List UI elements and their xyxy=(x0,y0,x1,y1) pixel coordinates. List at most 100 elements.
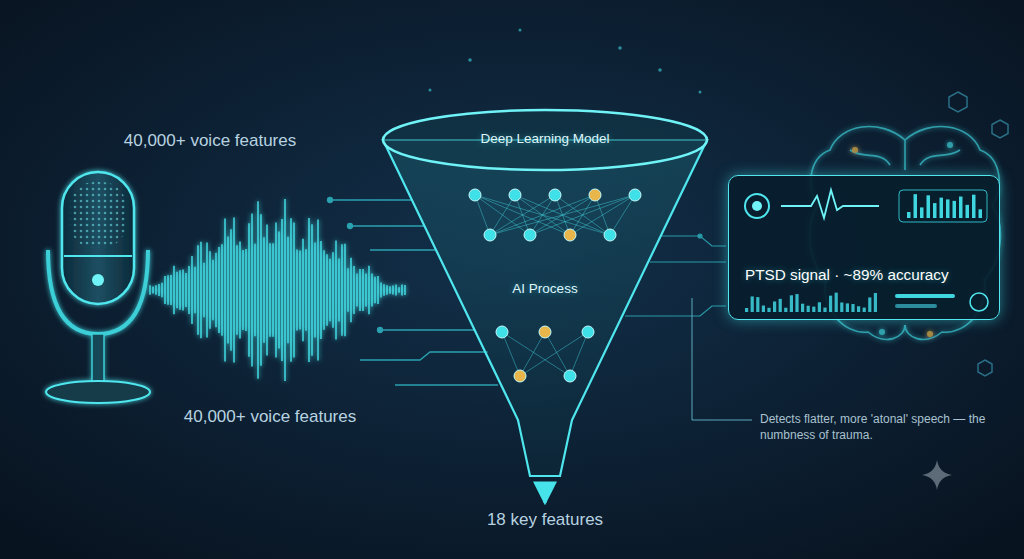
wave-stroke xyxy=(164,276,166,304)
wave-stroke xyxy=(293,223,295,358)
wave-stroke xyxy=(299,251,301,330)
input-arrow xyxy=(405,288,452,293)
wave-stroke xyxy=(314,243,316,338)
wave-stroke xyxy=(278,231,280,348)
wave-stroke xyxy=(200,242,202,338)
wave-stroke xyxy=(170,275,172,305)
wave-stroke xyxy=(212,260,214,320)
wave-stroke xyxy=(377,276,379,304)
wave-stroke xyxy=(191,256,193,324)
wave-stroke xyxy=(383,284,385,295)
wave-stroke xyxy=(290,218,292,362)
panel-widgets xyxy=(729,176,1001,321)
wave-stroke xyxy=(275,222,277,357)
wave-stroke xyxy=(305,249,307,331)
wave-stroke xyxy=(317,220,319,361)
node-heading: PTSD signal · ~89% accuracy xyxy=(729,266,999,284)
wave-stroke xyxy=(341,244,343,335)
wave-stroke xyxy=(230,229,232,351)
wave-stroke xyxy=(344,244,346,337)
wave-stroke xyxy=(155,285,157,294)
wave-stroke xyxy=(365,273,367,306)
wave-stroke xyxy=(227,237,229,344)
wave-stroke xyxy=(392,285,394,294)
funnel-model: Deep Learning Model AI Process xyxy=(380,100,710,480)
wave-stroke xyxy=(233,218,235,363)
wave-stroke xyxy=(338,259,340,322)
wave-stroke xyxy=(197,245,199,334)
wave-stroke xyxy=(329,259,331,322)
wave-stroke xyxy=(248,223,250,356)
wave-stroke xyxy=(209,251,211,329)
result-panel: PTSD signal · ~89% accuracy xyxy=(728,175,1000,320)
funnel-cone xyxy=(383,140,707,476)
wave-stroke xyxy=(380,282,382,297)
wave-stroke xyxy=(242,250,244,330)
node-subheading: AI Process xyxy=(380,280,710,298)
wave-stroke xyxy=(353,266,355,314)
wave-stroke xyxy=(320,241,322,339)
wave-stroke xyxy=(266,225,268,356)
wave-stroke xyxy=(176,272,178,309)
wave-stroke xyxy=(401,284,403,295)
wave-stroke xyxy=(263,237,265,342)
wave-stroke xyxy=(152,287,154,294)
wave-stroke xyxy=(395,285,397,296)
node-heading: Deep Learning Model xyxy=(380,130,710,148)
wave-stroke xyxy=(251,214,253,367)
wave-stroke xyxy=(350,258,352,322)
wave-stroke xyxy=(347,268,349,312)
wave-stroke xyxy=(149,285,151,294)
wave-stroke xyxy=(359,269,361,311)
wave-stroke xyxy=(386,285,388,295)
wave-stroke xyxy=(239,242,241,339)
wave-stroke xyxy=(335,241,337,340)
wave-stroke xyxy=(371,274,373,307)
feature-count-label: 40,000+ voice features xyxy=(90,131,330,151)
wave-stroke xyxy=(245,249,247,331)
wave-stroke xyxy=(362,269,364,311)
wave-stroke xyxy=(203,263,205,318)
flow-arrow xyxy=(643,281,726,284)
wave-stroke xyxy=(302,239,304,341)
wave-stroke xyxy=(323,250,325,330)
wave-stroke xyxy=(257,201,259,379)
feature-count-label: 40,000+ voice features xyxy=(150,407,390,427)
wave-stroke xyxy=(311,224,313,355)
wave-stroke xyxy=(206,242,208,337)
wave-stroke xyxy=(287,237,289,344)
wave-stroke xyxy=(194,267,196,313)
wave-stroke xyxy=(332,252,334,328)
wave-stroke xyxy=(221,244,223,335)
output-arrow xyxy=(544,482,547,503)
wave-stroke xyxy=(326,254,328,326)
output-label: 18 key features xyxy=(435,510,655,530)
wave-stroke xyxy=(356,273,358,306)
sparkle-mark xyxy=(922,460,952,490)
wave-stroke xyxy=(272,243,274,336)
wave-stroke xyxy=(161,283,163,297)
particles xyxy=(429,29,702,94)
wave-stroke xyxy=(389,286,391,293)
wave-stroke xyxy=(236,245,238,334)
note-text: Detects flatter, more 'atonal' speech — … xyxy=(760,411,996,443)
wave-stroke xyxy=(296,249,298,330)
wave-stroke xyxy=(374,277,376,304)
wave-stroke xyxy=(173,266,175,315)
wave-stroke xyxy=(188,266,190,314)
wave-stroke xyxy=(185,273,187,307)
wave-stroke xyxy=(179,270,181,309)
wave-stroke xyxy=(158,284,160,296)
wave-stroke xyxy=(260,214,262,365)
wave-stroke xyxy=(167,275,169,304)
wave-stroke xyxy=(281,219,283,361)
wave-stroke xyxy=(368,266,370,314)
wave-stroke xyxy=(182,269,184,310)
wave-stroke xyxy=(254,244,256,336)
wave-stroke xyxy=(215,253,217,327)
wave-stroke xyxy=(398,287,400,293)
wave-stroke xyxy=(308,218,310,362)
wave-stroke xyxy=(218,247,220,333)
wave-stroke xyxy=(269,243,271,336)
